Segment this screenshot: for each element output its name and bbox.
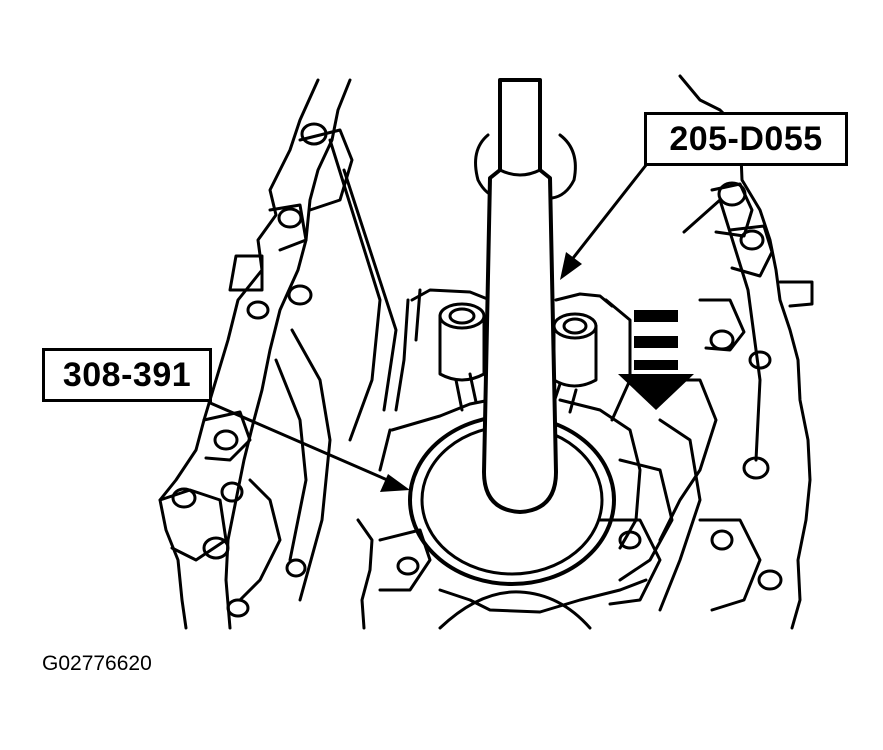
leader-205: [560, 159, 652, 280]
clamp-left: [410, 288, 492, 412]
installer-shaft: [482, 78, 558, 514]
tool-callout-308-391: 308-391: [42, 348, 212, 402]
bolt-holes-right: [709, 181, 783, 591]
figure-id: G02776620: [42, 652, 152, 675]
down-arrow-icon: [618, 310, 694, 410]
bolt-holes-left: [171, 122, 328, 618]
leader-308: [207, 400, 410, 492]
pump-body: [356, 288, 662, 630]
case-outline-left: [158, 78, 398, 630]
tool-callout-205-d055: 205-D055: [644, 112, 848, 166]
clamp-right: [550, 292, 614, 414]
